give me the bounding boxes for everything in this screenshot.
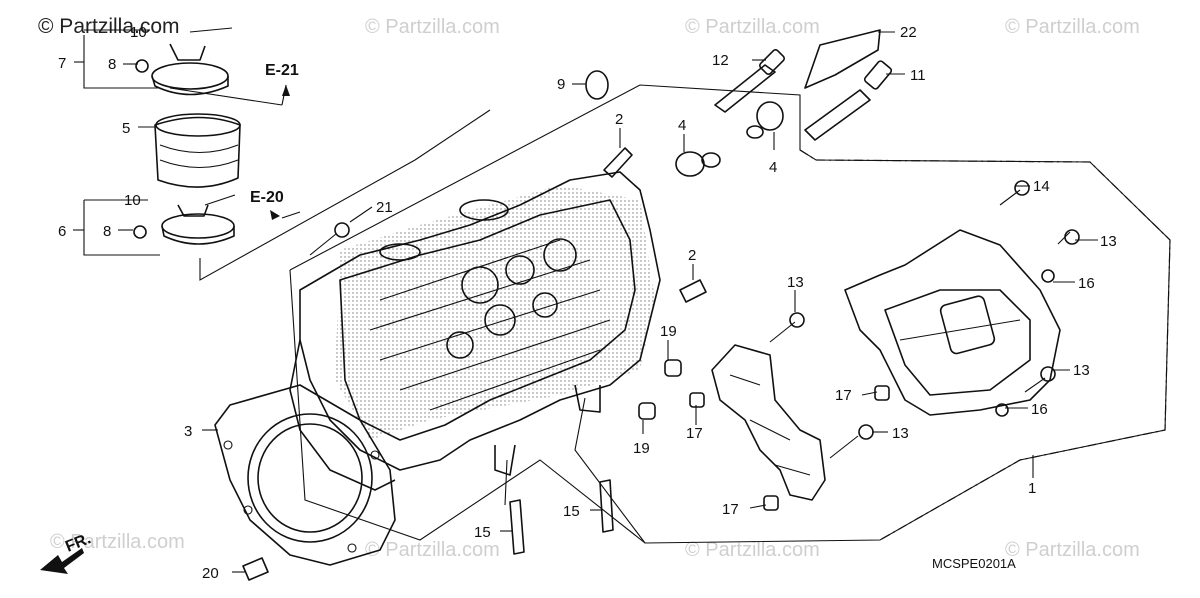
callout-17: 17: [686, 425, 703, 442]
diagram-code: MCSPE0201A: [932, 556, 1016, 571]
callout-19: 19: [633, 440, 650, 457]
callout-6: 6: [58, 223, 66, 240]
watermark: © Partzilla.com: [365, 16, 500, 38]
callout-15: 15: [563, 503, 580, 520]
callout-20: 20: [202, 565, 219, 582]
watermark: © Partzilla.com: [365, 539, 500, 561]
callout-9: 9: [557, 76, 565, 93]
callout-7: 7: [58, 55, 66, 72]
small-parts: [242, 29, 1080, 581]
watermark: © Partzilla.com: [50, 531, 185, 553]
callout-1: 1: [1028, 480, 1036, 497]
camshaft-holder: [711, 344, 826, 501]
callout-4: 4: [678, 117, 686, 134]
leader-lines: [73, 29, 1098, 573]
callout-3: 3: [184, 423, 192, 440]
callout-13: 13: [1073, 362, 1090, 379]
watermark: © Partzilla.com: [685, 539, 820, 561]
callout-8: 8: [108, 56, 116, 73]
callout-11: 11: [910, 67, 926, 84]
callout-22: 22: [900, 24, 917, 41]
cylinder-head-cover: [844, 229, 1061, 416]
cylinder-head: [289, 171, 661, 491]
watermark-main: © Partzilla.com: [38, 15, 180, 38]
callout-13: 13: [1100, 233, 1117, 250]
reference-e21: E-21: [265, 62, 299, 79]
callout-2: 2: [688, 247, 696, 264]
assembly-outline: [289, 84, 1171, 544]
callout-15: 15: [474, 524, 491, 541]
intake-joint-group: [133, 27, 241, 245]
watermark: © Partzilla.com: [1005, 16, 1140, 38]
callout-14: 14: [1033, 178, 1050, 195]
head-gasket: [214, 384, 396, 566]
callout-2: 2: [615, 111, 623, 128]
callout-17: 17: [835, 387, 852, 404]
callout-13: 13: [787, 274, 804, 291]
watermark: © Partzilla.com: [1005, 539, 1140, 561]
callout-10: 10: [130, 24, 147, 41]
callout-17: 17: [722, 501, 739, 518]
callout-labels: 10 7 8 5 10 6 8 21 9 2 4 12 4 22 11 2 14…: [58, 24, 1117, 582]
callout-21: 21: [376, 199, 393, 216]
callout-5: 5: [122, 120, 130, 137]
callout-16: 16: [1031, 401, 1048, 418]
callout-16: 16: [1078, 275, 1095, 292]
callout-8: 8: [103, 223, 111, 240]
reference-arrows: [40, 85, 290, 574]
callout-10: 10: [124, 192, 141, 209]
watermark: © Partzilla.com: [685, 16, 820, 38]
reference-e20: E-20: [250, 189, 284, 206]
callout-13: 13: [892, 425, 909, 442]
front-arrow-icon: [40, 548, 84, 574]
callout-12: 12: [712, 52, 729, 69]
callout-4: 4: [769, 159, 777, 176]
callout-19: 19: [660, 323, 677, 340]
